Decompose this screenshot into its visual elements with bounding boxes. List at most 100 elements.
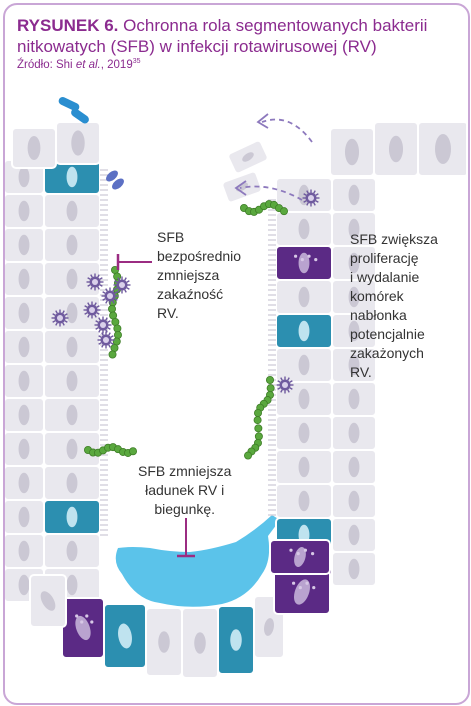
rotavirus: [276, 376, 294, 394]
epithelial-cell: [275, 347, 333, 383]
virus-spike: [95, 320, 99, 323]
cell-nucleus: [18, 370, 30, 392]
cell-nucleus: [348, 558, 360, 580]
epithelial-cell: [5, 465, 45, 501]
virus-spike: [105, 317, 108, 321]
cell-nucleus: [66, 166, 78, 188]
virus-spike: [98, 335, 102, 338]
annotation-bottom-line: biegunkę.: [154, 501, 216, 517]
virus-spike: [126, 280, 130, 283]
source-italic: et al.: [75, 58, 101, 71]
annotation-right-line: nabłonka: [350, 307, 407, 323]
epithelial-cell: [43, 499, 101, 535]
cell-nucleus: [348, 456, 360, 478]
epithelial-cell: [331, 279, 377, 315]
virus-spike: [52, 320, 56, 323]
epithelial-cell: [55, 121, 101, 165]
virus-spike: [306, 202, 309, 206]
figure-label: RYSUNEK 6.: [17, 16, 119, 35]
virus-spike: [97, 286, 100, 290]
virus-spike: [303, 193, 307, 196]
left-wall-cells: [5, 159, 101, 603]
cell-nucleus: [18, 234, 30, 256]
epithelial-cell: [275, 279, 333, 315]
epithelial-cell: [43, 193, 101, 229]
rotavirus: [302, 189, 320, 207]
cell-nucleus: [348, 422, 360, 444]
epithelial-cell: [43, 533, 101, 569]
annotation-right-line: proliferację: [350, 250, 419, 266]
epithelial-cell: [43, 465, 101, 501]
virus-spike: [84, 312, 88, 315]
rotavirus: [97, 331, 115, 349]
epithelial-cell: [331, 517, 377, 553]
rotavirus: [101, 287, 119, 305]
virus-spike: [112, 288, 115, 292]
arrow-head: [234, 180, 247, 196]
epithelial-cell: [331, 177, 377, 213]
virus-spike: [124, 289, 127, 293]
cell-nucleus: [298, 320, 310, 342]
virus-spike: [101, 332, 104, 336]
virus-spike: [107, 327, 111, 330]
virus-spike: [99, 277, 103, 280]
annotation-left-line: RV.: [157, 305, 179, 321]
annotation-right-line: komórek: [350, 288, 404, 304]
sfb-segment: [265, 375, 274, 384]
source-prefix: Źródło: Shi: [17, 58, 76, 71]
virus-spike: [287, 377, 290, 381]
cell-nucleus: [298, 422, 310, 444]
epithelial-cell: [5, 499, 45, 535]
virus-core: [118, 281, 126, 289]
sfb-filament-top: [239, 200, 288, 216]
rotavirus: [51, 309, 69, 327]
virus-spike: [114, 298, 118, 301]
virus-core: [56, 314, 64, 322]
virus-spike: [108, 332, 111, 336]
figure-title-text: Ochronna rola segmentowanych bakterii ni…: [17, 16, 428, 56]
goblet-granule: [75, 614, 79, 618]
cell-nucleus: [298, 456, 310, 478]
virus-spike: [96, 305, 100, 308]
figure-header: RYSUNEK 6. Ochronna rola segmentowanych …: [17, 15, 457, 71]
epithelial-cell: [331, 551, 377, 587]
cell-nucleus: [348, 388, 360, 410]
epithelial-cell: [5, 227, 45, 263]
cell-nucleus: [348, 354, 360, 376]
virus-spike: [105, 329, 108, 333]
cell-nucleus: [75, 615, 91, 641]
cell-nucleus: [348, 320, 360, 342]
rotavirus: [83, 301, 101, 319]
rotavirus: [86, 273, 104, 291]
virus-spike: [313, 202, 316, 206]
cell-nucleus: [298, 354, 310, 376]
cell-nucleus: [348, 218, 360, 240]
goblet-granule: [289, 548, 293, 552]
sfb-segment: [279, 207, 288, 216]
sfb-segment: [110, 343, 119, 352]
virus-spike: [303, 200, 307, 203]
virus-spike: [98, 342, 102, 345]
cell-nucleus: [66, 472, 78, 494]
lumen-fluid: [115, 515, 280, 607]
cell-nucleus: [18, 540, 30, 562]
figure-source: Źródło: Shi et al., 201935: [17, 58, 457, 71]
virus-spike: [64, 313, 68, 316]
bacterium-cocci: [106, 170, 118, 182]
cell-nucleus: [18, 166, 30, 188]
goblet-granule: [298, 586, 302, 590]
cell-nucleus: [435, 134, 451, 164]
cell-nucleus: [18, 302, 30, 324]
cell-nucleus: [388, 135, 404, 163]
virus-spike: [112, 300, 115, 304]
sfb-segment: [113, 330, 122, 339]
virus-spike: [98, 317, 101, 321]
epithelial-cell: [29, 574, 67, 628]
virus-spike: [315, 200, 319, 203]
annotation-right-line: zakażonych: [350, 345, 424, 361]
epithelial-cell: [275, 177, 333, 213]
arrow-head: [256, 113, 269, 129]
virus-spike: [90, 286, 93, 290]
epithelial-cell: [5, 397, 45, 433]
virus-spike: [313, 190, 316, 194]
